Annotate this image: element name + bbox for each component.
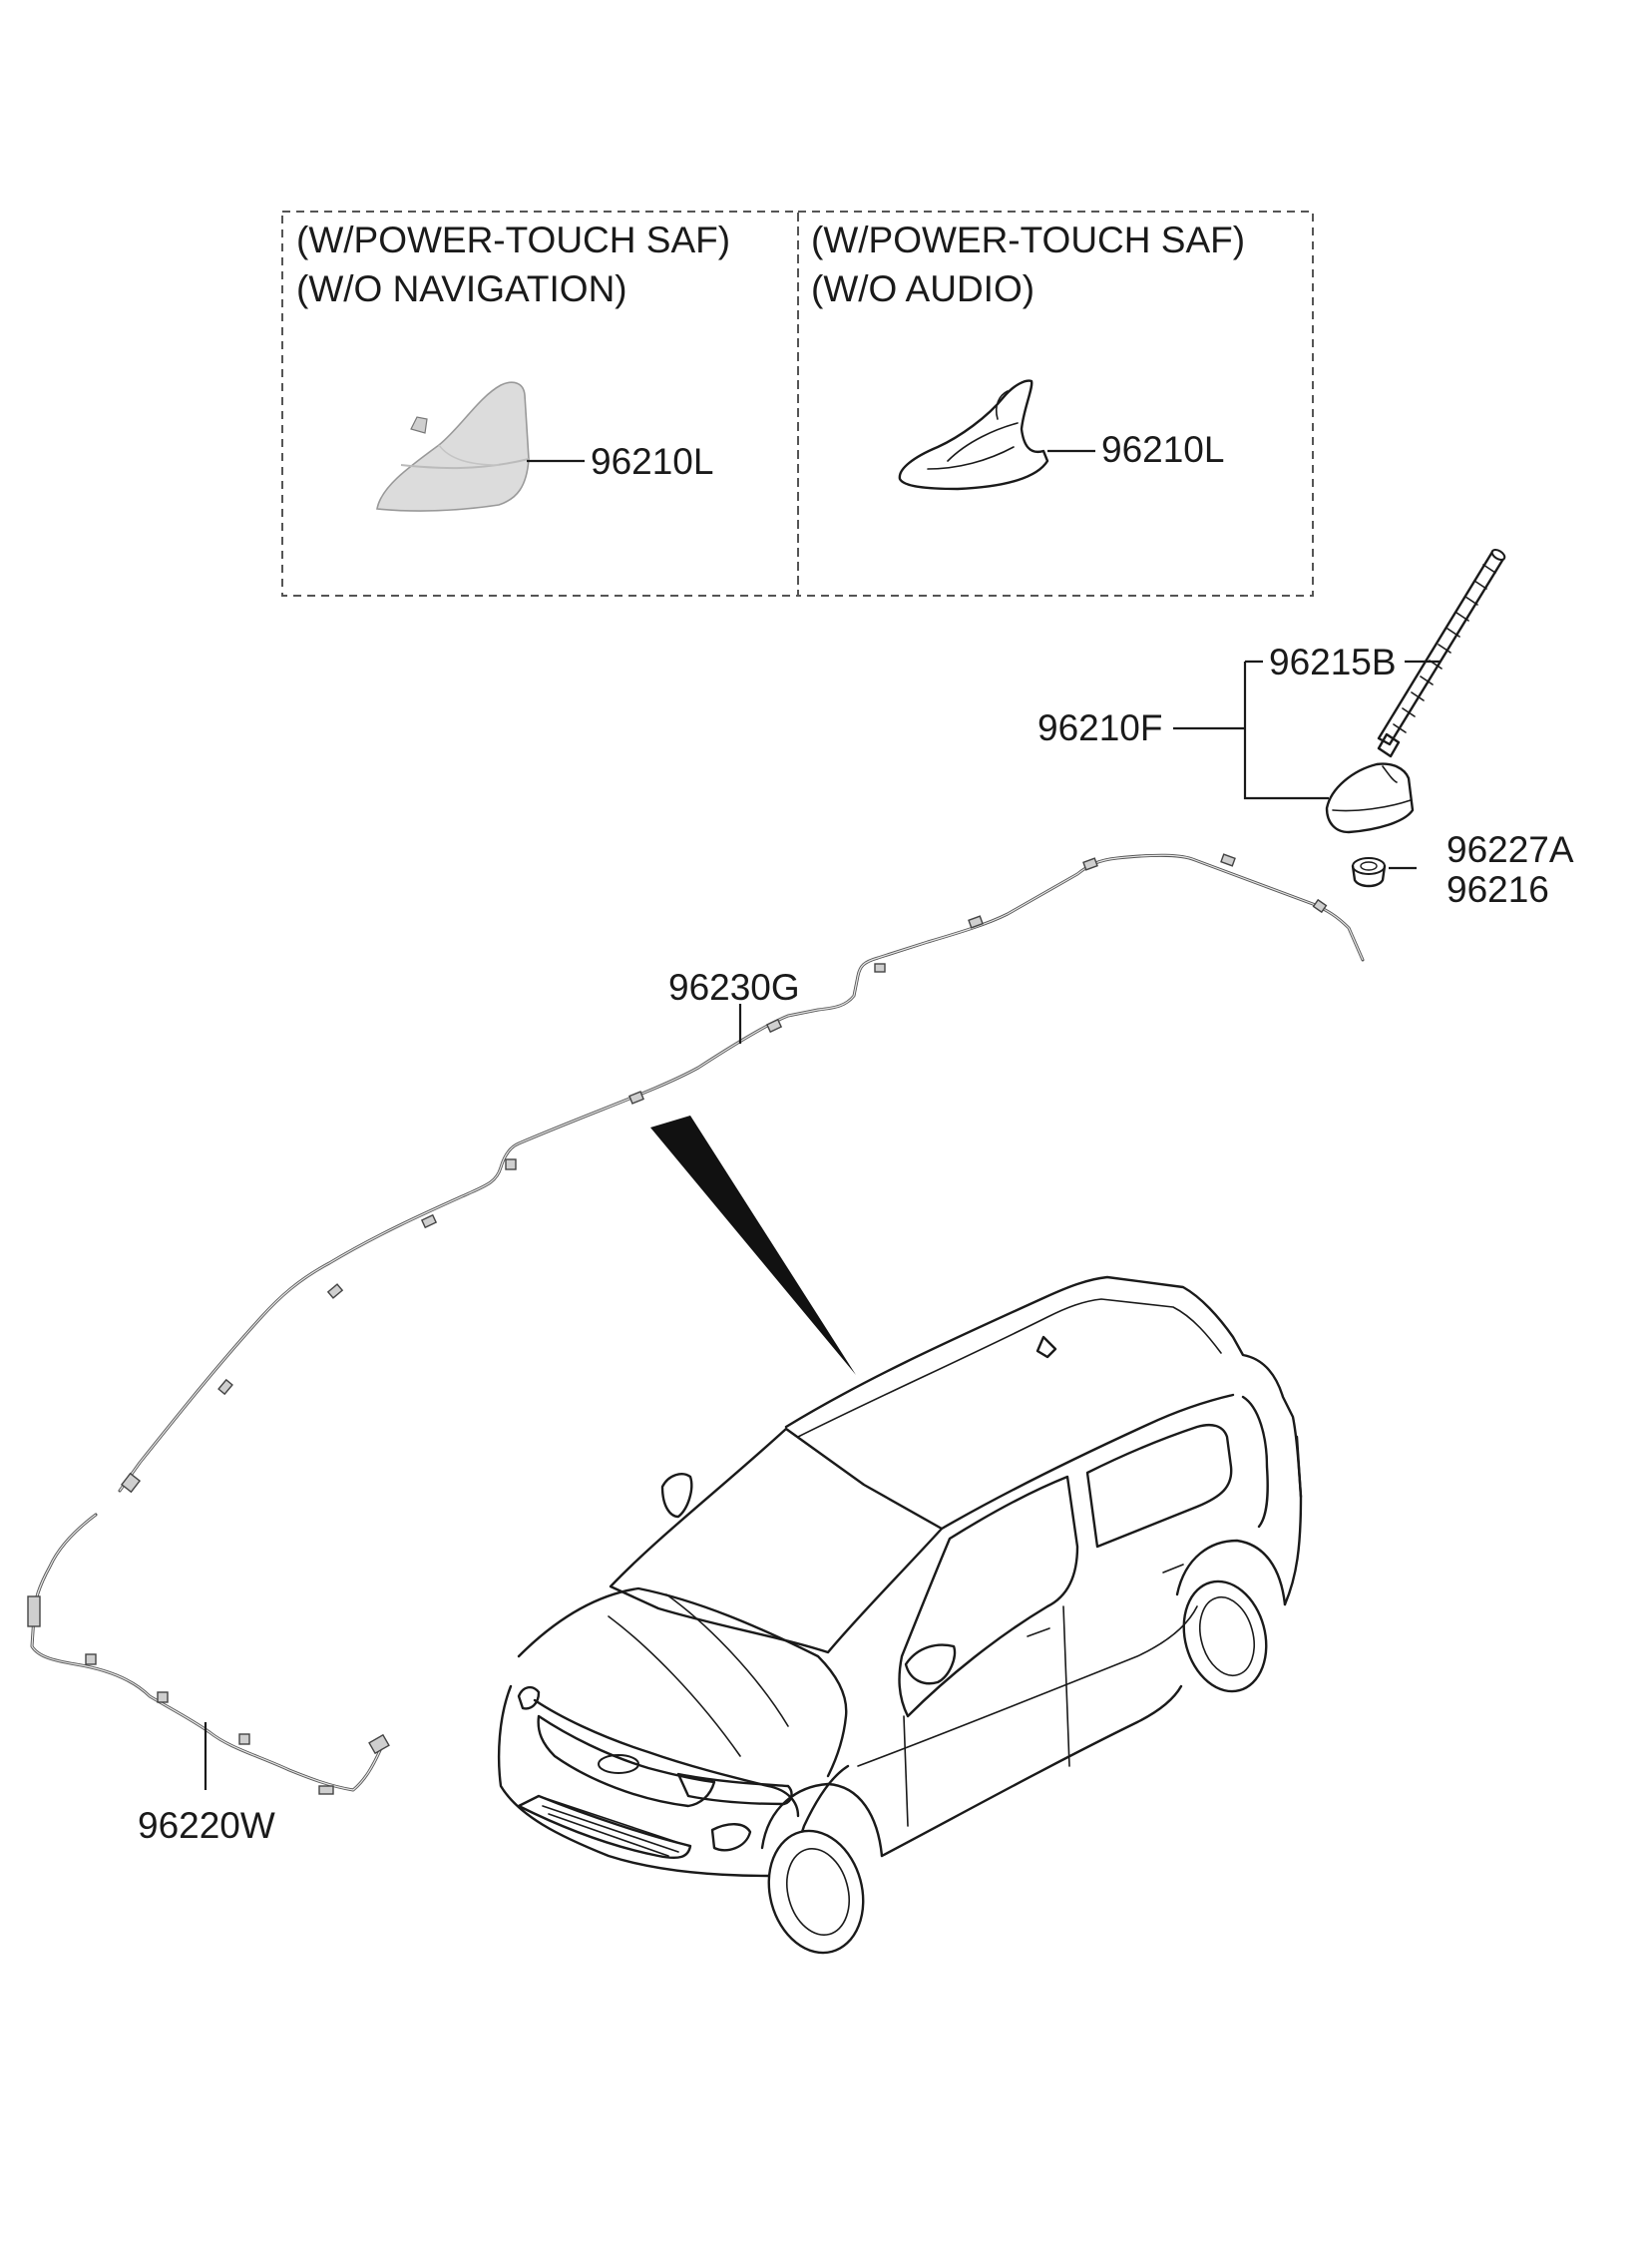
part-label-96210L-right: 96210L: [1101, 429, 1224, 470]
part-label-96216: 96216: [1446, 869, 1549, 910]
option-left-condition-2: (W/O NAVIGATION): [296, 268, 627, 309]
option-right-condition-2: (W/O AUDIO): [811, 268, 1034, 309]
option-left-condition-1: (W/POWER-TOUCH SAF): [296, 220, 730, 260]
antenna-mast-icon: [1377, 548, 1506, 758]
antenna-nut-icon: [1351, 857, 1387, 888]
option-right-condition-1: (W/POWER-TOUCH SAF): [811, 220, 1245, 260]
roof-antenna-cable: 96230G: [118, 853, 1365, 1494]
location-pointer: [650, 1116, 856, 1375]
main-antenna-cable: 96220W: [27, 1513, 390, 1846]
option-box-left: (W/POWER-TOUCH SAF) (W/O NAVIGATION) 962…: [281, 211, 799, 597]
part-label-96210F: 96210F: [1037, 707, 1163, 748]
part-label-96210L-left: 96210L: [591, 441, 713, 482]
antenna-base-icon: [1325, 762, 1415, 834]
option-box-right: (W/POWER-TOUCH SAF) (W/O AUDIO) 96210L: [797, 211, 1314, 597]
part-label-96227A: 96227A: [1446, 829, 1574, 870]
part-label-96215B: 96215B: [1269, 642, 1397, 682]
part-label-96230G: 96230G: [668, 967, 800, 1008]
vehicle-suv-icon: [497, 1275, 1303, 1955]
part-label-96220W: 96220W: [138, 1805, 275, 1846]
shark-fin-antenna-shaded-icon: [376, 381, 530, 512]
shark-fin-antenna-outline-icon: [898, 379, 1049, 491]
pole-antenna-assembly: 96215B 96210F 96227A 96216: [1037, 548, 1574, 910]
